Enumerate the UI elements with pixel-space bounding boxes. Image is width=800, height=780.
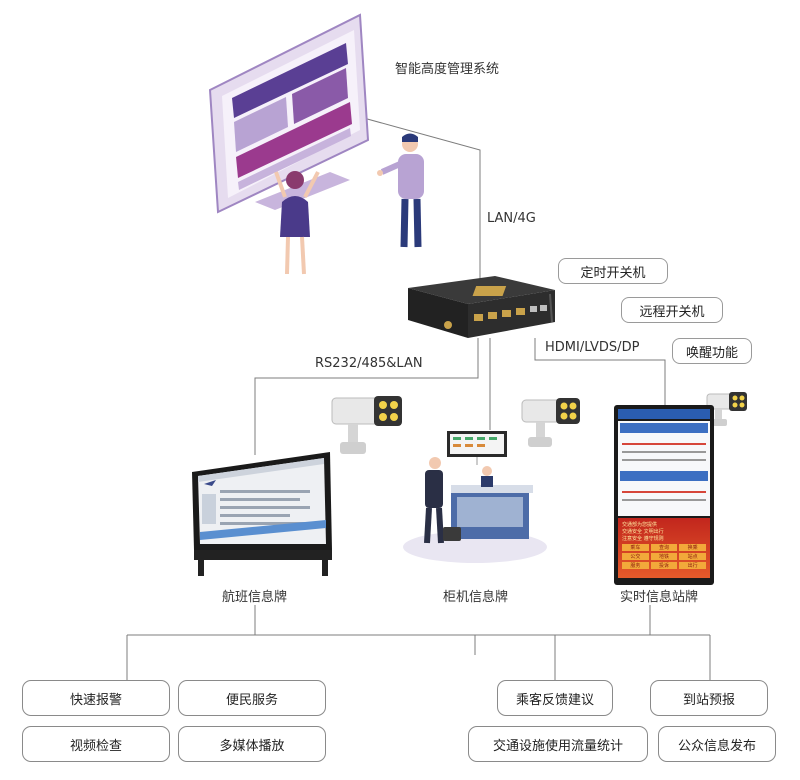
feature-tag-wake: 唤醒功能	[672, 338, 752, 364]
service-multimedia: 多媒体播放	[178, 726, 326, 762]
feature-tag-remote: 远程开关机	[621, 297, 723, 323]
camera-icon	[706, 392, 747, 426]
kiosk-button: 服务	[622, 562, 649, 569]
kiosk-route-panel	[618, 421, 710, 516]
serial-label: RS232/485&LAN	[315, 356, 423, 371]
kiosk-header-bar	[618, 409, 710, 419]
output-label: HDMI/LVDS/DP	[545, 340, 640, 355]
system-title: 智能高度管理系统	[395, 62, 500, 77]
counter-info-board	[403, 431, 547, 563]
kiosk-button: 换乘	[679, 544, 706, 551]
realtime-station-kiosk: 交通部为您提供 交通安全 文明出行 注意安全 遵守规则 乘车 查询 换乘 公交 …	[614, 405, 714, 585]
network-label: LAN/4G	[487, 211, 536, 226]
kiosk-notice-panel: 交通部为您提供 交通安全 文明出行 注意安全 遵守规则 乘车 查询 换乘 公交 …	[618, 518, 710, 578]
camera-icon	[331, 396, 402, 454]
service-convenience: 便民服务	[178, 680, 326, 716]
kiosk-button: 公交	[622, 553, 649, 560]
flight-info-board	[192, 452, 332, 576]
kiosk-button: 查询	[650, 544, 678, 551]
kiosk-notice-line: 交通安全 文明出行	[622, 529, 664, 535]
service-public-info: 公众信息发布	[658, 726, 776, 762]
kiosk-button: 投诉	[650, 562, 678, 569]
service-quick-alarm: 快速报警	[22, 680, 170, 716]
service-video-check: 视频检查	[22, 726, 170, 762]
management-system-illustration	[208, 13, 424, 275]
kiosk-button: 乘车	[622, 544, 649, 551]
display-label-flight: 航班信息牌	[222, 590, 288, 605]
kiosk-notice-line: 交通部为您提供	[622, 522, 658, 528]
service-feedback: 乘客反馈建议	[497, 680, 613, 716]
display-label-station: 实时信息站牌	[620, 590, 699, 605]
service-traffic-stats: 交通设施使用流量统计	[468, 726, 648, 762]
service-arrival-forecast: 到站预报	[650, 680, 768, 716]
gateway-device	[408, 276, 555, 338]
kiosk-button: 地铁	[650, 553, 678, 560]
kiosk-notice-line: 注意安全 遵守规则	[622, 536, 664, 542]
feature-tag-scheduled: 定时开关机	[558, 258, 668, 284]
kiosk-button: 站点	[679, 553, 706, 560]
camera-icon	[521, 398, 580, 447]
display-label-counter: 柜机信息牌	[443, 590, 509, 605]
kiosk-button: 出行	[679, 562, 706, 569]
